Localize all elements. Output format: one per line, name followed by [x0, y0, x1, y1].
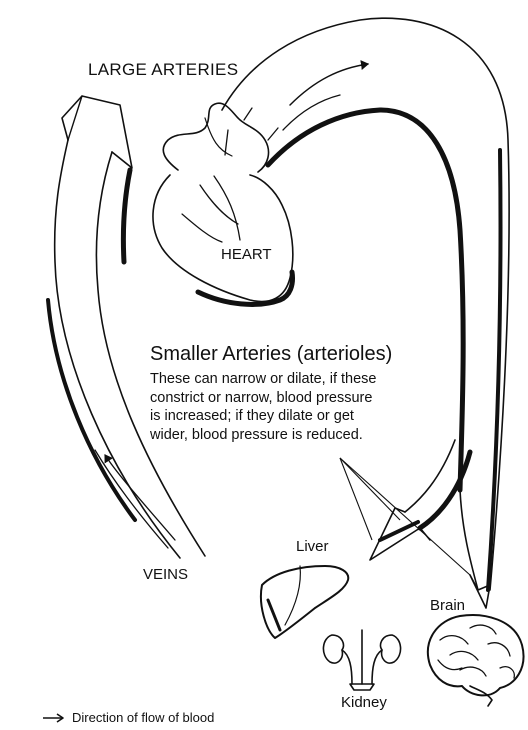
description-line: These can narrow or dilate, if these — [150, 370, 430, 389]
veins-label: VEINS — [143, 566, 188, 583]
arteriole-pointer-lines — [340, 458, 470, 575]
large-arteries-label: LARGE ARTERIES — [88, 60, 238, 80]
liver-illustration — [261, 566, 348, 638]
heart-illustration — [153, 103, 293, 304]
arterioles-title: Smaller Arteries (arterioles) — [150, 343, 392, 366]
description-line: is increased; if they dilate or get — [150, 407, 430, 426]
legend-label: Direction of flow of blood — [72, 710, 214, 725]
kidney-illustration — [323, 630, 400, 690]
brain-illustration — [428, 615, 524, 706]
description-line: constrict or narrow, blood pressure — [150, 389, 430, 408]
liver-label: Liver — [296, 538, 329, 555]
veins-arrow — [48, 96, 205, 558]
arrow-right-icon — [42, 713, 68, 723]
heart-label: HEART — [221, 246, 272, 263]
large-arteries-arrow — [222, 18, 509, 608]
brain-label: Brain — [430, 597, 465, 614]
arterioles-description: These can narrow or dilate, if these con… — [150, 370, 430, 444]
kidney-label: Kidney — [341, 694, 387, 711]
description-line: wider, blood pressure is reduced. — [150, 426, 430, 445]
